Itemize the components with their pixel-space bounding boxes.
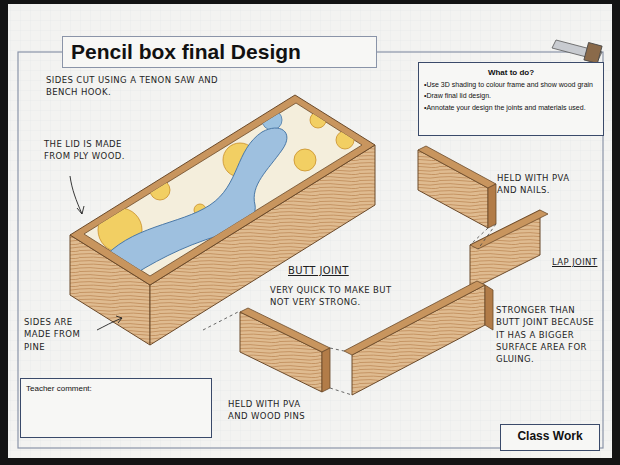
- annotation: THE LID IS MADE FROM PLY WOOD.: [44, 138, 129, 163]
- lap-joint-drawing: [418, 146, 548, 290]
- pencil-box-drawing: [70, 95, 375, 345]
- joint-heading: LAP JOINT: [552, 256, 598, 268]
- bullet-text: •Draw final lid design.: [424, 91, 598, 100]
- annotation: VERY QUICK TO MAKE BUT NOT VERY STRONG.: [270, 284, 394, 309]
- class-work-box: Class Work: [500, 424, 600, 451]
- annotation: SIDES ARE MADE FROM PINE: [24, 316, 94, 353]
- annotation: HELD WITH PVA AND WOOD PINS: [228, 398, 320, 423]
- butt-joint-drawing: [203, 281, 493, 395]
- instructions-box: What to do? •Use 3D shading to colour fra…: [418, 62, 604, 136]
- annotation: HELD WITH PVA AND NAILS.: [497, 172, 581, 197]
- annotation: STRONGER THAN BUTT JOINT BECAUSE IT HAS …: [496, 304, 596, 366]
- annotation: SIDES CUT USING A TENON SAW AND BENCH HO…: [46, 74, 236, 99]
- saw-icon: [552, 40, 602, 64]
- bullet-text: •Annotate your design the joints and mat…: [424, 103, 598, 112]
- title-box: Pencil box final Design: [62, 36, 377, 68]
- box-heading: Class Work: [505, 429, 595, 445]
- box-heading: Teacher comment:: [26, 384, 206, 394]
- box-heading: What to do?: [424, 68, 598, 78]
- joint-heading: BUTT JOINT: [288, 264, 368, 279]
- title-text: Pencil box final Design: [71, 40, 368, 64]
- bullet-text: •Use 3D shading to colour frame and show…: [424, 80, 598, 89]
- comment-box: Teacher comment:: [20, 378, 212, 438]
- leader-arrows: [70, 176, 122, 330]
